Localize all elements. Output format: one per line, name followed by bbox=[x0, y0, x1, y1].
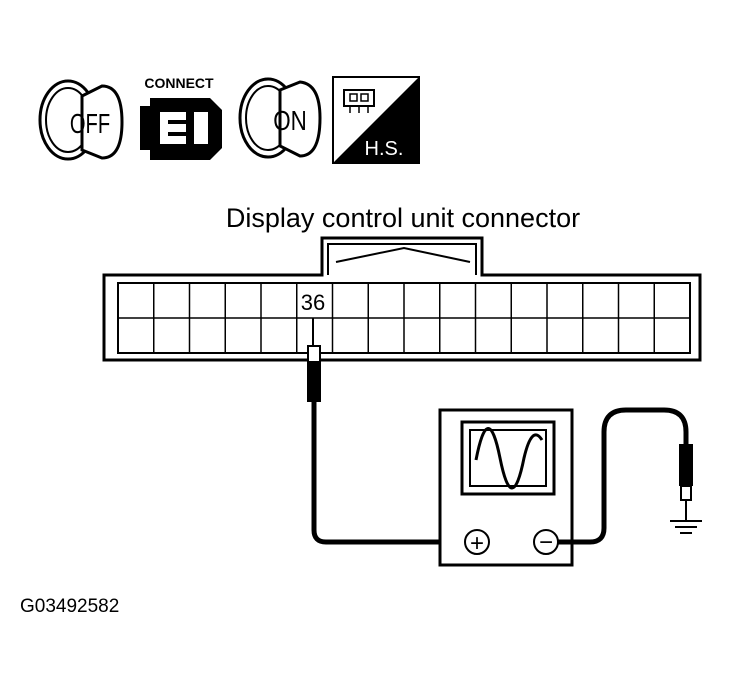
connect-icon: CONNECT bbox=[140, 75, 222, 160]
connector-title: Display control unit connector bbox=[226, 203, 580, 233]
ground-probe bbox=[558, 407, 702, 545]
harness-side-icon: H.S. bbox=[332, 76, 420, 164]
key-off-label: OFF bbox=[70, 109, 110, 140]
sine-wave bbox=[474, 427, 544, 490]
oscilloscope: + − bbox=[438, 408, 574, 567]
connector: 36 bbox=[102, 236, 702, 362]
terminal-36-label: 36 bbox=[301, 290, 325, 315]
connect-label: CONNECT bbox=[144, 75, 214, 91]
positive-probe bbox=[307, 318, 460, 545]
connector-terminal-grid bbox=[118, 283, 690, 353]
negative-symbol: − bbox=[539, 529, 553, 556]
key-on-label: ON bbox=[273, 106, 307, 137]
figure-id: G03492582 bbox=[20, 596, 119, 617]
ignition-on-icon: ON bbox=[238, 77, 322, 159]
positive-terminal-icon bbox=[464, 529, 490, 555]
ignition-off-icon: OFF bbox=[38, 79, 124, 161]
ground-symbol-icon bbox=[670, 520, 702, 534]
hs-label: H.S. bbox=[365, 138, 404, 160]
positive-symbol: + bbox=[470, 530, 484, 557]
